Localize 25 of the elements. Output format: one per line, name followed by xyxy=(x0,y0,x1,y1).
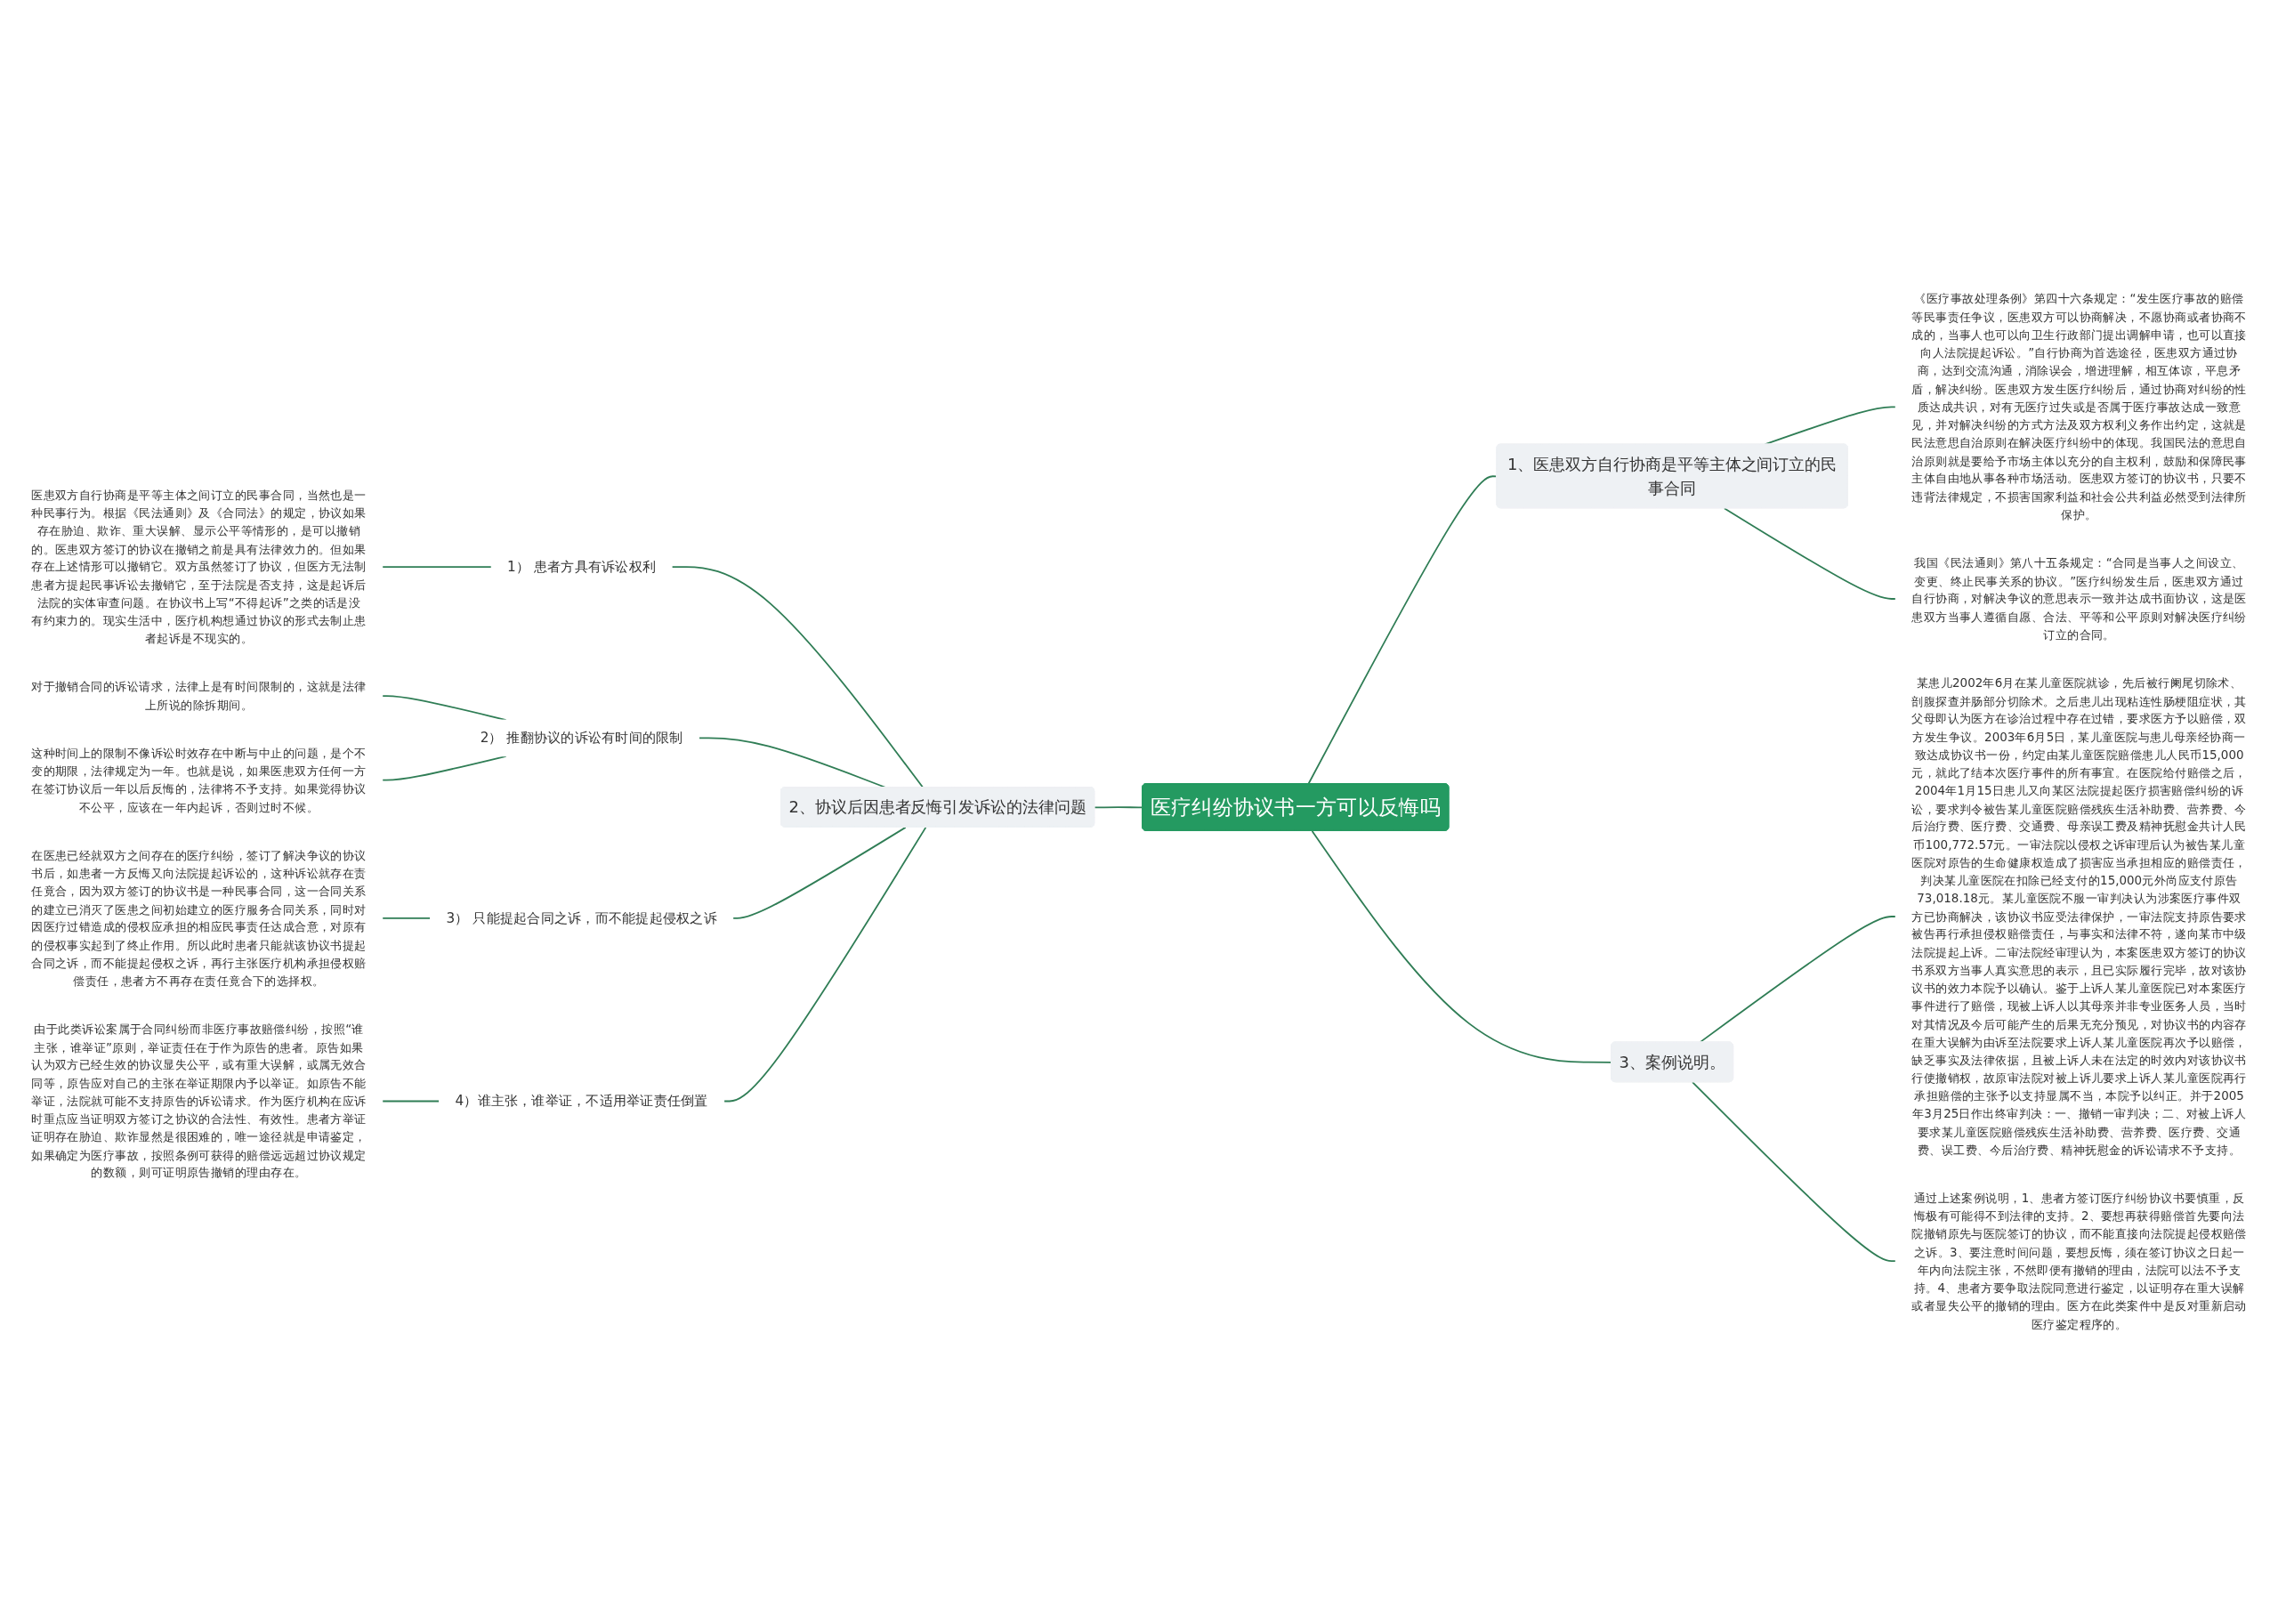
node-text: 由于此类诉讼案属于合同纠纷而非医疗事故赔偿纠纷，按照“谁主张，谁举证”原则，举证责任在于作为原告的患者。原告如果认为双方已经生效的协议显失公平，或有重大误解，或属无效合同等，原告应对自己的主张在举证期限内予以举证。如原告不能举证，法院就可能不支持原告的诉讼请求。作为医疗机构在应诉时重点应当证明双方签订之协议的合法性、有效性。患者方举证证明存在胁迫、欺诈显然是很困难的，唯一途径就是申请鉴定，如果确定为医疗事故，按照条例可获得的赔偿远远超过协议规定的数额，则可证明原告撤销的理由存在。 xyxy=(31,1022,367,1181)
node-text: 通过上述案例说明，1、患者方签订医疗纠纷协议书要慎重，反悔极有可能得不到法律的支持。2、要想再获得赔偿首先要向法院撤销原先与医院签订的协议，而不能直接向法院提起侵权赔偿之诉。3、要注意时间问题，要想反悔，须在签订协议之日起一年内向法院主张，不然即便有撤销的理由，法院可以法不予支持。4、患者方要争取法院同意进行鉴定，以证明存在重大误解或者显失公平的撤销的理由。医方在此类案件中是反对重新启动医疗鉴定程序的。 xyxy=(1911,1191,2247,1332)
connector xyxy=(1723,507,1897,601)
connector xyxy=(381,917,432,920)
connector xyxy=(381,566,493,569)
node-text: 2） 推翻协议的诉讼有时间的限制 xyxy=(480,730,683,747)
node-text: 在医患已经就双方之间存在的医疗纠纷，签订了解决争议的协议书后，如患者一方反悔又向法院提起诉讼的，这种诉讼就存在责任竟合，因为双方签订的协议书是一种民事合同，这一合同关系的建立已消灭了医患之间初始建立的医疗服务合同关系，同时对因医疗过错造成的侵权应承担的相应民事责任达成合意，对原有的侵权事实起到了终止作用。所以此时患者只能就该协议书提起合同之诉，而不能提起侵权之诉，再行主张医疗机构承担侵权赔偿责任，患者方不再存在责任竟合下的选择权。 xyxy=(31,848,367,989)
connector xyxy=(671,566,925,789)
connector xyxy=(698,737,887,789)
connector xyxy=(1699,916,1897,1044)
node-text: 4）谁主张，谁举证，不适用举证责任倒置 xyxy=(455,1093,708,1110)
connector xyxy=(381,1101,440,1103)
node-text: 1） 患者方具有诉讼权利 xyxy=(507,558,657,575)
node-text: 3） 只能提起合同之诉，而不能提起侵权之诉 xyxy=(446,909,717,926)
connector xyxy=(1094,806,1143,809)
node-text: 对于撤销合同的诉讼请求，法律上是有时间限制的，这就是法律上所说的除拆期间。 xyxy=(31,680,367,713)
connector xyxy=(723,827,927,1103)
connector xyxy=(1692,1081,1897,1263)
connector xyxy=(1311,830,1612,1064)
node-text: 我国《民法通则》第八十五条规定：“合同是当事人之间设立、变更、终止民事关系的协议。”医疗纠纷发生后，医患双方通过自行协商，对解决争议的意思表示一致并达成书面协议，这是医患双方当事人遵循自愿、合法、平等和公平原则对解决医疗纠纷订立的合同。 xyxy=(1911,555,2247,642)
node-text: 某患儿2002年6月在某儿童医院就诊，先后被行阑尾切除术、剖腹探查并肠部分切除术。之后患儿出现粘连性肠梗阻症状，其父母即认为医方在诊治过程中存在过错，要求医方予以赔偿，双方发生争议。2003年6月5日，某儿童医院与患儿母亲经协商一致达成协议书一份，约定由某儿童医院赔偿患儿人民币15,000元，就此了结本次医疗事件的所有事宜。在医院给付赔偿之后，2004年1月15日患儿又向某区法院提起医疗损害赔偿纠纷的诉讼，要求判令被告某儿童医院赔偿残疾生活补助费、营养费、今后治疗费、医疗费、交通费、母亲误工费及精神抚慰金共计人民币100,772.57元。一审法院以侵权之诉审理后认为被告某儿童医院对原告的生命健康权造成了损害应当承担相应的赔偿责任，判决某儿童医院在扣除已经支付的15,000元外尚应支付原告73,018.18元。某儿童医院不服一审判决认为涉案医疗事件双方已协商解决，该协议书应受法律保护，一审法院支持原告要求被告再行承担侵权赔偿责任，与事实和法律不符，遂向某市中级法院提起上诉。二审法院经审理认为，本案医患双方签订的协议书系双方当事人真实意思的表示，且已实际履行完毕，故对该协议书的效力本院予以确认。鉴于上诉人某儿童医院已对本案医疗事件进行了赔偿，现被上诉人以其母亲并非专业医务人员，当时对其情况及今后可能产生的后果无充分预见，对协议书的内容存在重大误解为由诉至法院要求上诉人某儿童医院再次予以赔偿，缺乏事实及法律依据，且被上诉人未在法定的时效内对该协议书行使撤销权，故原审法院对被上诉儿要求上诉人某儿童医院再行承担赔偿的主张予以支持显属不当，本院予以纠正。并于2005年3月25日作出终审判决：一、撤销一审判决；二、对被上诉人要求某儿童医院赔偿残疾生活补助费、营养费、医疗费、交通费、误工费、今后治疗费、精神抚慰金的诉讼请求不予支持。 xyxy=(1911,675,2247,1158)
node-text: 这种时间上的限制不像诉讼时效存在中断与中止的问题，是个不变的期限，法律规定为一年。也就是说，如果医患双方任何一方在签订协议后一年以后反悔的，法律将不予支持。如果觉得协议不公平，应该在一年内起诉，否则过时不候。 xyxy=(31,746,367,815)
node-text: 《医疗事故处理条例》第四十六条规定：“发生医疗事故的赔偿等民事责任争议，医患双方可以协商解决，不愿协商或者协商不成的，当事人也可以向卫生行政部门提出调解申请，也可以直接向人法院提起诉讼。”自行协商为首选途径，医患双方通过协商，达到交流沟通，消除误会，增进理解，相互体谅，平息矛盾，解决纠纷。医患双方发生医疗纠纷后，通过协商对纠纷的性质达成共识，对有无医疗过失或是否属于医疗事故达成一致意见，并对解决纠纷的方式方法及双方权利义务作出约定，这就是民法意思自治原则在解决医疗纠纷中的体现。我国民法的意思自治原则就是要给予市场主体以充分的自主权利，鼓励和保障民事主体自由地从事各种市场活动。医患双方签订的协议书，只要不违背法律规定，不损害国家利益和社会公共利益必然受到法律所保护。 xyxy=(1911,292,2247,522)
connector xyxy=(731,827,907,920)
node-text: 医患双方自行协商是平等主体之间订立的民事合同，当然也是一种民事行为。根据《民法通则》及《合同法》的规定，协议如果存在胁迫、欺诈、重大误解、显示公平等情形的，是可以撤销的。医患双方签订的协议在撤销之前是具有法律效力的。但如果存在上述情形可以撤销它。双方虽然签订了协议，但医方无法制患者方提起民事诉讼去撤销它，至于法院是否支持，这是起诉后法院的实体审查问题。在协议书上写“不得起诉”之类的话是没有约束力的。现实生活中，医疗机构想通过协议的形式去制止患者起诉是不现实的。 xyxy=(31,488,367,647)
